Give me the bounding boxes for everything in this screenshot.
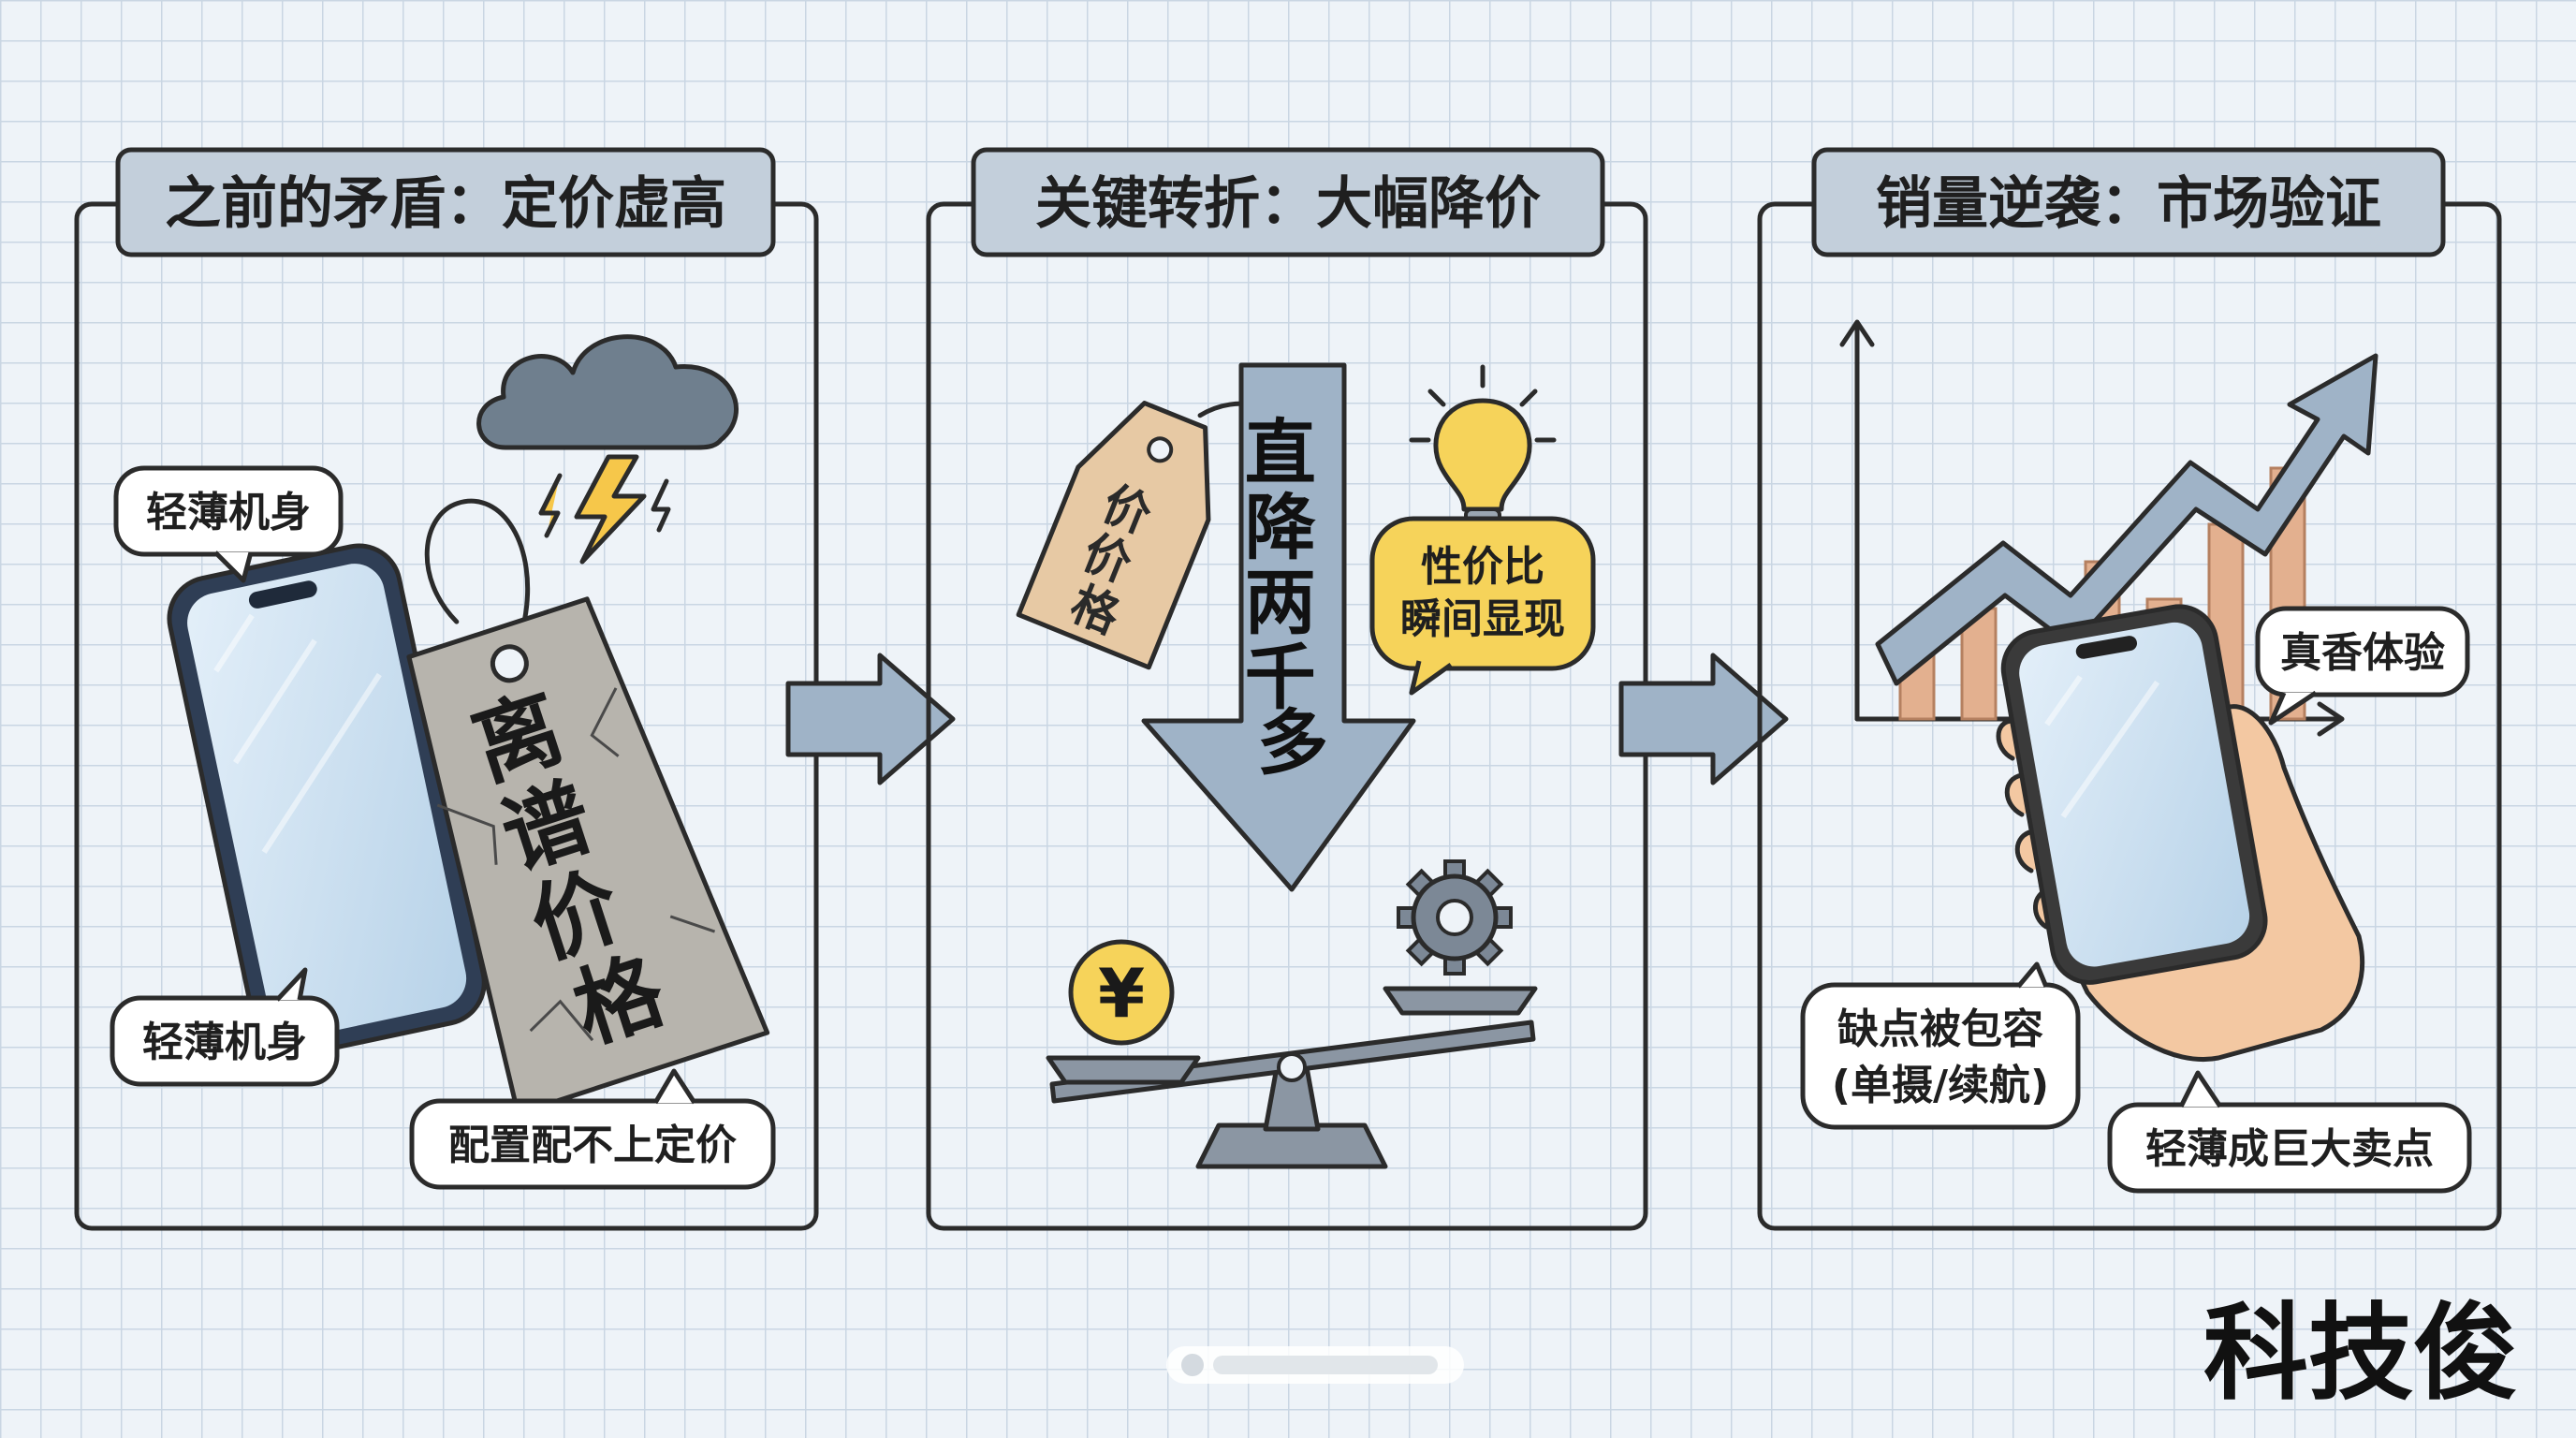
watermark-text: 科技俊: [2203, 1292, 2518, 1415]
svg-text:(单摄/续航): (单摄/续航): [1832, 1062, 2049, 1109]
bubble-light-body-bottom: 轻薄机身: [110, 967, 340, 1087]
panel-1-title-box: [115, 147, 776, 257]
growth-arrow-icon: [1875, 353, 2378, 686]
watermark: 科技俊: [1166, 1292, 2518, 1415]
svg-text:性价比: 性价比: [1421, 543, 1544, 591]
panel-2: 关键转折：大幅降价 价 价 格 直 降 两 千 多: [926, 147, 1648, 1231]
svg-text:真香体验: 真香体验: [2280, 629, 2445, 677]
svg-text:缺点被包容: 缺点被包容: [1837, 1005, 2043, 1053]
arrow-char-1: 直: [1245, 411, 1316, 494]
yen-coin-icon: ¥: [1068, 939, 1175, 1046]
bubble-thin-selling-point: 轻薄成巨大卖点: [2107, 1070, 2472, 1194]
svg-text:轻薄成巨大卖点: 轻薄成巨大卖点: [2145, 1125, 2434, 1173]
panel-2-title: 关键转折：大幅降价: [1035, 171, 1541, 237]
svg-text:瞬间显现: 瞬间显现: [1400, 595, 1565, 643]
phone-icon: [167, 543, 487, 1058]
price-tag-stone: 离 谱 价 格: [406, 498, 770, 1117]
flow-arrow-1: [785, 653, 956, 785]
bubble-value-emerges: 性价比 瞬间显现: [1369, 516, 1596, 696]
arrow-char-4: 千: [1245, 636, 1316, 719]
flow-arrow-2: [1618, 653, 1789, 785]
panel-1: 之前的矛盾：定价虚高 离 谱 价 格: [74, 147, 819, 1231]
panel-3: 销量逆袭：市场验证: [1757, 147, 2502, 1231]
bubble-light-body-top: 轻薄机身: [113, 465, 344, 583]
svg-text:轻薄机身: 轻薄机身: [146, 489, 311, 536]
panel-2-title-box: [971, 147, 1605, 257]
panel-3-title: 销量逆袭：市场验证: [1876, 171, 2381, 237]
lightbulb-icon: [1409, 364, 1557, 536]
svg-text:轻薄机身: 轻薄机身: [142, 1019, 307, 1066]
bubble-flaws-forgiven: 缺点被包容 (单摄/续航): [1800, 961, 2081, 1130]
bubble-spec-mismatch: 配置配不上定价: [409, 1068, 776, 1190]
arrow-char-3: 两: [1245, 561, 1316, 644]
arrow-char-2: 降: [1245, 486, 1316, 569]
arrow-char-5: 多: [1257, 701, 1328, 785]
gear-icon: [1397, 859, 1513, 976]
phone-in-hand-icon: [2000, 604, 2268, 985]
balance-scale-icon: [1046, 986, 1538, 1169]
svg-text:¥: ¥: [1098, 954, 1145, 1033]
svg-text:直 降 两: 直 降 两 千 多: [1245, 411, 1340, 785]
cloud-icon: [476, 334, 739, 450]
price-tag-kraft: 价 价 格: [1016, 401, 1288, 670]
lightning-icon: [538, 454, 671, 565]
panel-1-title: 之前的矛盾：定价虚高: [165, 171, 726, 237]
bubble-real-taste: 真香体验: [2255, 606, 2470, 726]
panel-3-title-box: [1811, 147, 2446, 257]
price-drop-arrow: 直 降 两 千 多: [1141, 362, 1416, 892]
svg-text:配置配不上定价: 配置配不上定价: [448, 1122, 737, 1169]
